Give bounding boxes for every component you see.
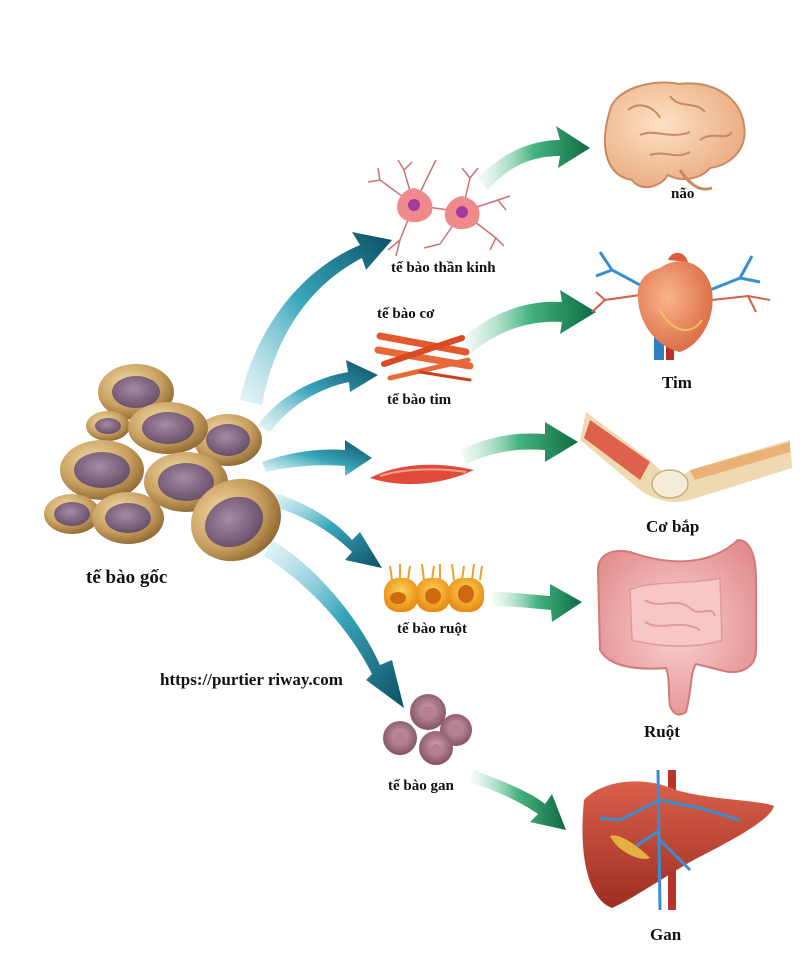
- arrow-to-muscle-cell: [262, 440, 372, 476]
- arm-muscle-illustration: [580, 412, 792, 502]
- intestine-label: Ruột: [644, 722, 680, 741]
- intestine-cell-illustration: [384, 563, 484, 612]
- liver-illustration: [582, 769, 774, 911]
- muscle-cell-illustration: [370, 464, 474, 485]
- stem-cell-label: tế bào gốc: [86, 567, 168, 588]
- liver-label: Gan: [650, 925, 682, 944]
- intestine-illustration: [596, 538, 757, 716]
- arrow-to-brain: [478, 126, 590, 190]
- heart-cell-label: tế bào tim: [387, 392, 452, 408]
- watermark-url: https://purtier riway.com: [160, 670, 343, 689]
- muscle-label: Cơ bắp: [646, 517, 700, 536]
- muscle-cell-label: tế bào cơ: [377, 306, 435, 322]
- liver-cell-illustration: [383, 694, 472, 765]
- brain-illustration: [603, 81, 746, 191]
- arrow-to-muscle: [460, 422, 578, 464]
- arrow-to-heart-cell: [258, 360, 378, 432]
- nerve-cell-bodies: [397, 188, 480, 230]
- intestine-cell-label: tế bào ruột: [397, 621, 467, 637]
- heart-label: Tim: [662, 373, 692, 392]
- arrow-to-intestine-cell: [268, 492, 382, 568]
- arrow-to-liver: [470, 770, 566, 830]
- heart-illustration: [591, 251, 771, 360]
- arrow-to-heart: [462, 290, 596, 352]
- arrow-to-liver-cell: [264, 540, 404, 708]
- nerve-cell-label: tế bào thần kinh: [391, 260, 496, 276]
- brain-label: não: [671, 186, 695, 202]
- stem-cell-cluster-illustration: [44, 364, 281, 562]
- arrow-to-intestine: [492, 584, 582, 622]
- arrow-to-nerve-cell: [240, 232, 392, 405]
- liver-cell-label: tế bào gan: [388, 778, 454, 794]
- heart-cell-illustration: [374, 332, 474, 382]
